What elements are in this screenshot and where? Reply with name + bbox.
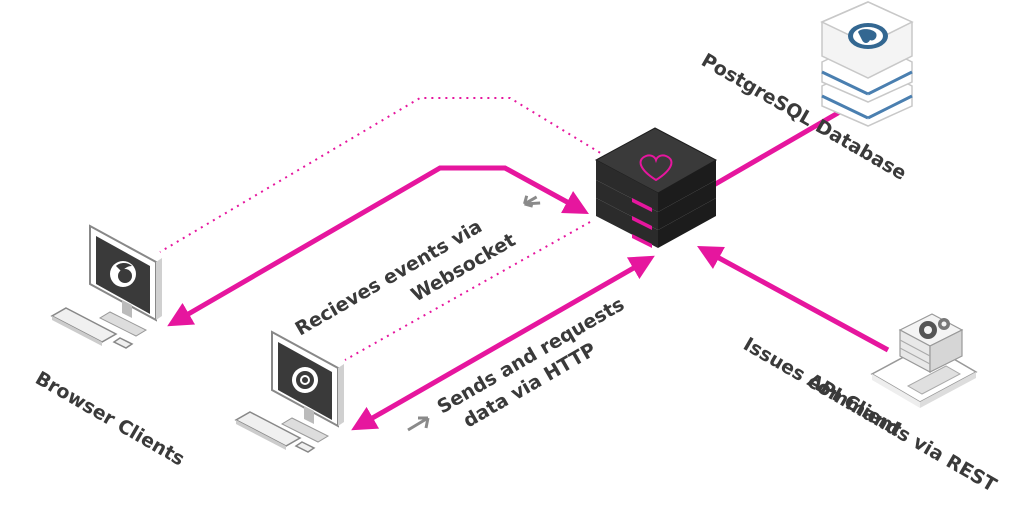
gray-arrow-up-left-icon bbox=[523, 195, 541, 208]
http-arrow bbox=[351, 255, 655, 431]
postgresql-elephant-icon bbox=[848, 23, 888, 49]
database-icon bbox=[820, 1, 914, 127]
database-link bbox=[710, 103, 852, 189]
browser-clients-label: Browser Clients bbox=[32, 367, 189, 470]
firefox-logo-icon bbox=[110, 261, 136, 287]
gear-stack-icon bbox=[919, 318, 950, 339]
connections bbox=[159, 97, 890, 432]
websocket-arrow bbox=[167, 165, 589, 327]
http-label-line1: Sends and requests bbox=[434, 293, 629, 418]
server-stack-icon bbox=[594, 127, 718, 248]
api-client-device bbox=[870, 313, 978, 408]
gray-arrow-up-right-icon bbox=[407, 416, 430, 432]
heart-logo-icon bbox=[639, 154, 673, 182]
firefox-browser-client bbox=[50, 224, 162, 349]
api-arrow bbox=[697, 246, 890, 353]
api-client-sublabel: Issues commands via REST bbox=[740, 333, 1001, 496]
chrome-browser-client bbox=[234, 330, 344, 453]
chrome-logo-icon bbox=[292, 367, 318, 393]
firefox-dotted-link bbox=[159, 97, 613, 253]
